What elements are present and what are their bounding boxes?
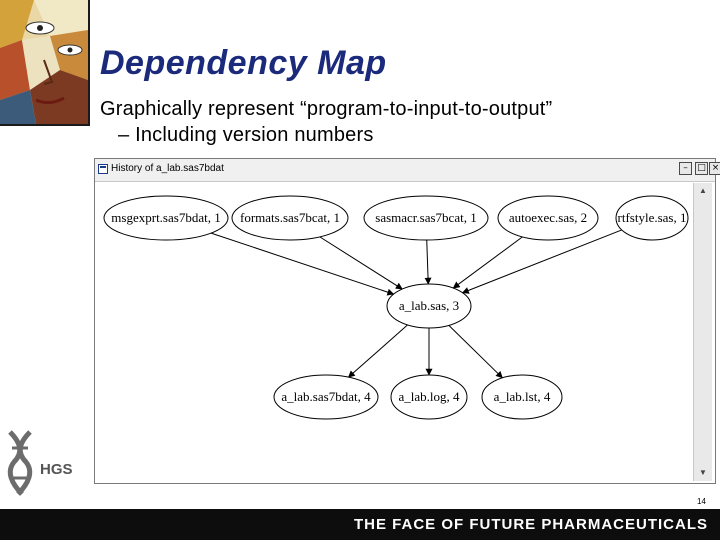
node-alab[interactable]: a_lab.sas, 3 — [386, 283, 472, 329]
history-window: History of a_lab.sas7bdat – □ × msgexprt… — [94, 158, 720, 484]
hgs-logo: HGS — [4, 428, 86, 498]
node-ellipse — [273, 374, 379, 420]
edge-rtfstyle-to-alab — [461, 229, 622, 294]
scroll-up-icon[interactable]: ▲ — [699, 186, 707, 195]
graph-nodes: msgexprt.sas7bdat, 1 formats.sas7bcat, 1 s… — [103, 195, 689, 420]
maximize-button[interactable]: □ — [695, 162, 708, 175]
logo-text: HGS — [40, 461, 73, 478]
footer-tagline: THE FACE OF FUTURE PHARMACEUTICALS — [354, 516, 708, 533]
node-ellipse — [497, 195, 599, 241]
node-label: autoexec.sas, 2 — [509, 210, 587, 225]
node-ellipse — [390, 374, 468, 420]
node-out_log[interactable]: a_lab.log, 4 — [390, 374, 468, 420]
page-number: 14 — [697, 497, 706, 506]
footer-bar: THE FACE OF FUTURE PHARMACEUTICALS — [0, 509, 720, 540]
edge-alab-to-out_sas7bdat — [347, 324, 408, 378]
bullet-text: Graphically represent “program-to-input-… — [100, 98, 553, 120]
node-label: msgexprt.sas7bdat, 1 — [111, 210, 220, 225]
node-label: a_lab.sas, 3 — [399, 298, 459, 313]
node-msg[interactable]: msgexprt.sas7bdat, 1 — [103, 195, 229, 241]
node-ellipse — [386, 283, 472, 329]
node-ellipse — [103, 195, 229, 241]
node-ellipse — [363, 195, 489, 241]
edge-formats-to-alab — [319, 236, 403, 290]
node-out_sas7bdat[interactable]: a_lab.sas7bdat, 4 — [273, 374, 379, 420]
edge-sasmacr-to-alab — [424, 239, 432, 285]
node-label: a_lab.sas7bdat, 4 — [281, 389, 371, 404]
edge-alab-to-out_lst — [448, 325, 503, 379]
dependency-graph: msgexprt.sas7bdat, 1 formats.sas7bcat, 1 s… — [103, 195, 689, 420]
minimize-button[interactable]: – — [679, 162, 692, 175]
node-out_lst[interactable]: a_lab.lst, 4 — [481, 374, 563, 420]
edge-msg-to-alab — [210, 232, 395, 296]
node-autoexec[interactable]: autoexec.sas, 2 — [497, 195, 599, 241]
node-ellipse — [481, 374, 563, 420]
node-label: sasmacr.sas7bcat, 1 — [375, 210, 476, 225]
app-icon — [98, 164, 108, 174]
sidebar: HGS — [0, 0, 90, 540]
window-titlebar[interactable]: History of a_lab.sas7bdat – □ × — [95, 159, 720, 182]
slide-title: Dependency Map — [100, 44, 387, 82]
close-button[interactable]: × — [709, 162, 720, 175]
node-ellipse — [615, 195, 689, 241]
node-ellipse — [231, 195, 349, 241]
graph-edges — [210, 229, 622, 379]
node-rtfstyle[interactable]: rtfstyle.sas, 1 — [615, 195, 689, 241]
node-sasmacr[interactable]: sasmacr.sas7bcat, 1 — [363, 195, 489, 241]
sub-bullet-text: – Including version numbers — [118, 124, 374, 146]
node-formats[interactable]: formats.sas7bcat, 1 — [231, 195, 349, 241]
scroll-down-icon[interactable]: ▼ — [699, 468, 707, 477]
node-label: rtfstyle.sas, 1 — [618, 210, 687, 225]
node-label: a_lab.log, 4 — [398, 389, 460, 404]
edge-autoexec-to-alab — [452, 236, 523, 289]
window-title: History of a_lab.sas7bdat — [111, 163, 224, 174]
vertical-scrollbar[interactable]: ▲ ▼ — [693, 183, 712, 481]
decorative-painting — [0, 0, 90, 126]
node-label: a_lab.lst, 4 — [494, 389, 551, 404]
node-label: formats.sas7bcat, 1 — [240, 210, 340, 225]
